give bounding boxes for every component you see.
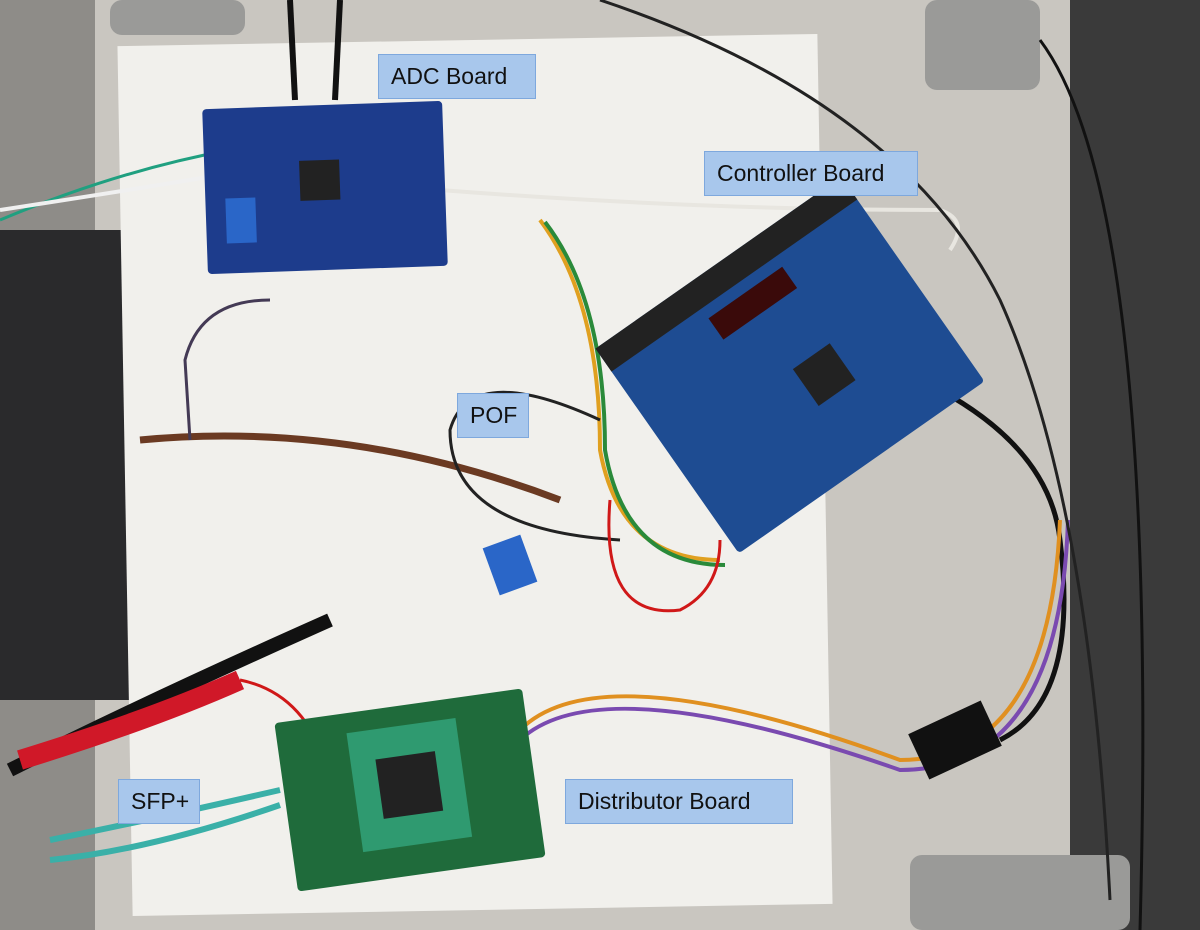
black-cable — [1038, 39, 1145, 930]
usb-cable — [938, 387, 1067, 743]
adc-board — [202, 100, 448, 275]
ribbon-cable — [543, 220, 726, 567]
background-equipment-left — [0, 230, 135, 700]
distributor-board — [274, 688, 546, 892]
sma-cable — [287, 0, 298, 101]
red-probe — [17, 670, 245, 770]
bench-foot — [925, 0, 1040, 90]
pof-fiber — [139, 432, 562, 504]
fiber-cable — [49, 802, 281, 863]
ribbon-cable — [518, 519, 1062, 763]
distributor-board-label: Distributor Board — [565, 779, 793, 824]
adc-chip — [299, 159, 341, 201]
fpga-chip — [792, 343, 856, 406]
adc-board-label: ADC Board — [378, 54, 536, 99]
controller-board-label: Controller Board — [704, 151, 918, 196]
sma-cable — [332, 0, 343, 101]
sfp-label: SFP+ — [118, 779, 200, 824]
fpga-chip — [375, 751, 444, 819]
bench-foot — [110, 0, 245, 35]
black-cable — [599, 0, 1112, 901]
green-wire — [0, 148, 231, 222]
white-wire — [0, 173, 221, 212]
bench-foot — [910, 855, 1130, 930]
ribbon-cable — [518, 519, 1070, 773]
red-wire — [607, 499, 722, 613]
probe-wire — [183, 298, 271, 441]
pof-label: POF — [457, 393, 529, 438]
potentiometer — [225, 197, 257, 244]
